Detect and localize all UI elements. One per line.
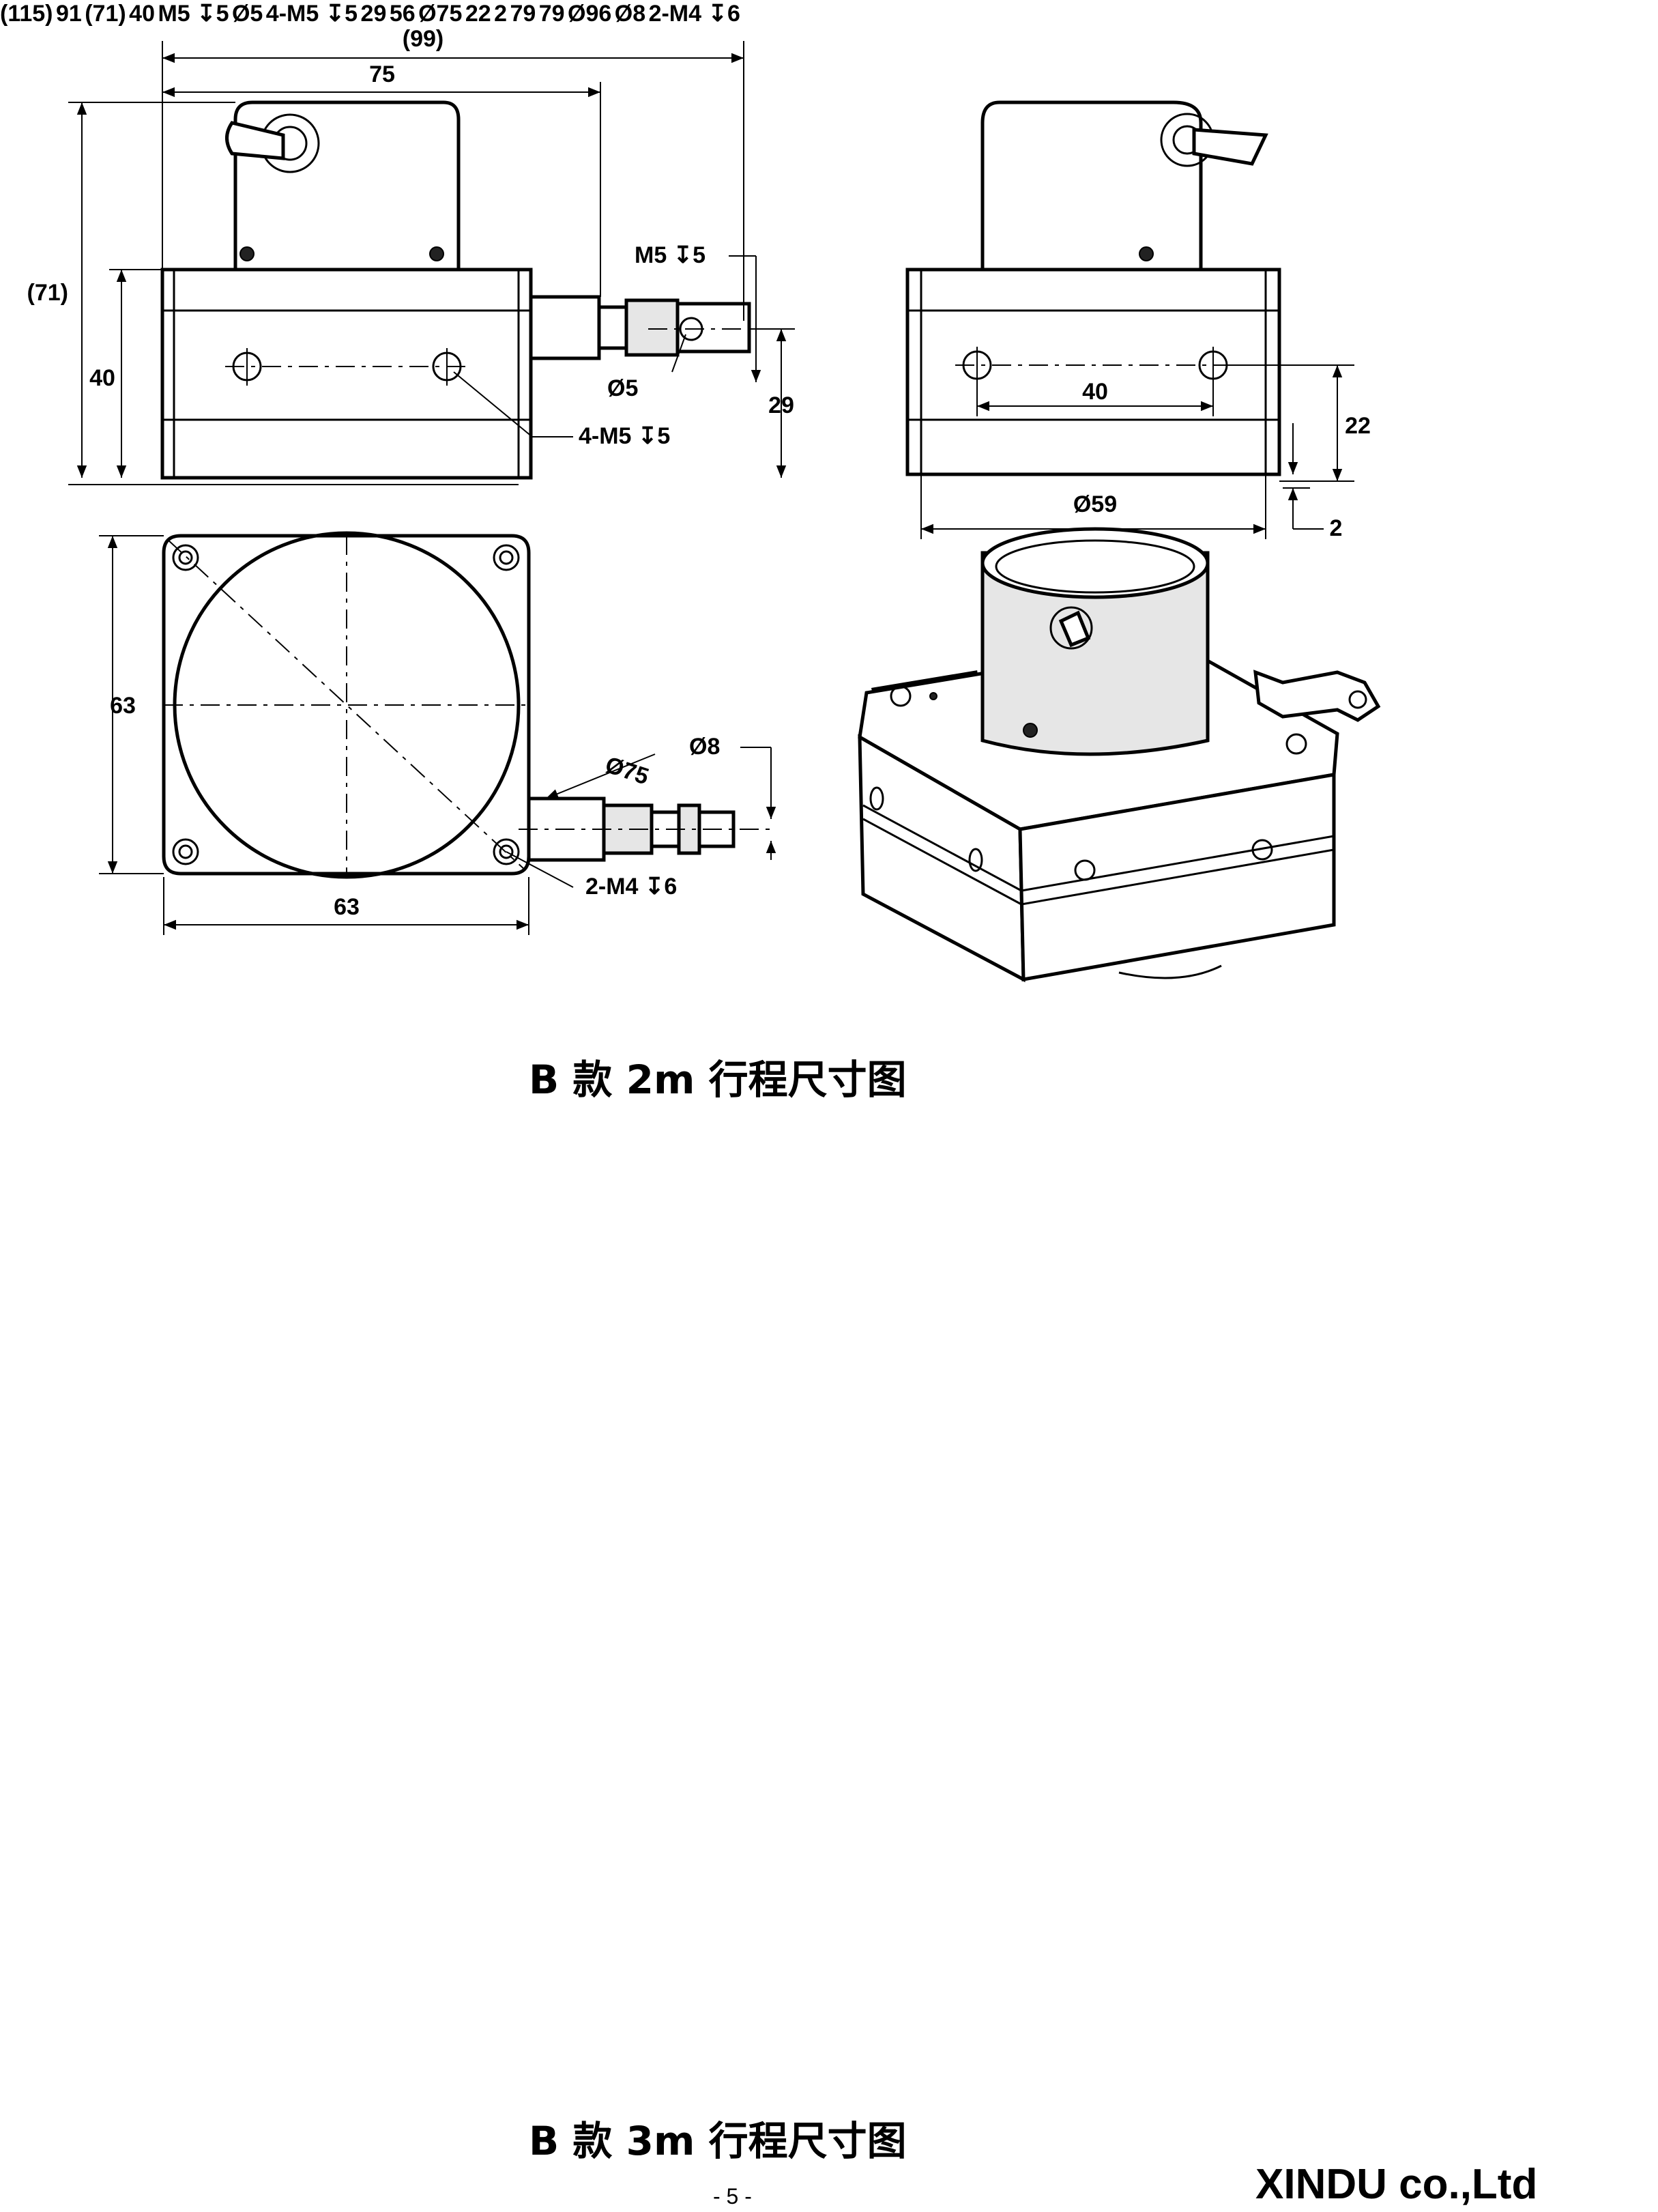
- top-view-2m: 63 63 Ø75 Ø8 2-M4 ↧6: [99, 531, 776, 935]
- label-hole-dia-3m: Ø5: [231, 1, 263, 27]
- section-2m: (99) 75 (71) 40 M5 ↧5 Ø5 4-M5 ↧5: [27, 26, 1381, 983]
- dim-hole-height-3m: 22: [465, 1, 491, 27]
- section-3m: (115) 91 (71) 40 M5 ↧5 Ø5 4-M5 ↧5 29: [0, 1, 740, 27]
- label-hole-dia: Ø5: [607, 375, 638, 401]
- label-cable-dia-3m: Ø8: [614, 1, 646, 27]
- dim-top-width-3m: 79: [538, 1, 565, 27]
- label-mount-holes: 4-M5 ↧5: [579, 423, 670, 449]
- label-drum-dia: Ø75: [602, 751, 652, 790]
- dim-body-width-3m: 91: [55, 1, 82, 27]
- dim-top-width: 63: [334, 894, 360, 920]
- side-view-2m: 40 Ø59 22 2: [905, 100, 1371, 541]
- dim-base-step-3m: 2: [494, 1, 508, 27]
- dim-top-height-3m: 79: [510, 1, 536, 27]
- dim-overall-height: (71): [27, 280, 68, 306]
- caption-2m: B 款 2m 行程尺寸图: [529, 1057, 907, 1103]
- side-view-3m: 56 Ø75 22 2: [390, 1, 510, 27]
- dim-hole-spacing: 40: [1082, 379, 1108, 405]
- label-cable-dia: Ø8: [689, 734, 720, 760]
- dim-top-height: 63: [110, 693, 136, 719]
- dim-cable-height-3m: 29: [360, 1, 387, 27]
- dim-body-width: 75: [369, 61, 395, 87]
- page-number: - 5 -: [713, 2184, 752, 2209]
- dim-base-dia: Ø59: [1073, 491, 1117, 517]
- front-view-3m: (115) 91 (71) 40 M5 ↧5 Ø5 4-M5 ↧5 29: [0, 1, 390, 27]
- company-name: XINDU co.,Ltd: [1255, 2161, 1538, 2208]
- dim-body-height: 40: [89, 365, 115, 391]
- label-drum-dia-3m: Ø96: [568, 1, 612, 27]
- label-thread-3m: M5 ↧5: [158, 1, 229, 27]
- dim-overall-height-3m: (71): [85, 1, 126, 27]
- top-view-3m: 79 79 Ø96 Ø8 2-M4 ↧6: [510, 1, 740, 27]
- dim-base-dia-3m: Ø75: [418, 1, 463, 27]
- dim-hole-spacing-3m: 56: [389, 1, 416, 27]
- dim-overall-width: (99): [403, 26, 443, 52]
- dim-hole-height: 22: [1345, 413, 1371, 439]
- label-mount-holes-3m: 4-M5 ↧5: [265, 1, 358, 27]
- caption-3m: B 款 3m 行程尺寸图: [529, 2118, 907, 2164]
- label-side-holes-3m: 2-M4 ↧6: [648, 1, 740, 27]
- dim-overall-width-3m: (115): [0, 1, 53, 27]
- label-thread: M5 ↧5: [635, 242, 706, 268]
- label-side-holes: 2-M4 ↧6: [585, 874, 677, 900]
- iso-view-2m: [858, 527, 1381, 983]
- dim-body-height-3m: 40: [129, 1, 155, 27]
- front-view-2m: (99) 75 (71) 40 M5 ↧5 Ø5 4-M5 ↧5: [27, 26, 795, 485]
- dim-base-step: 2: [1330, 515, 1343, 541]
- dim-cable-height: 29: [768, 392, 794, 418]
